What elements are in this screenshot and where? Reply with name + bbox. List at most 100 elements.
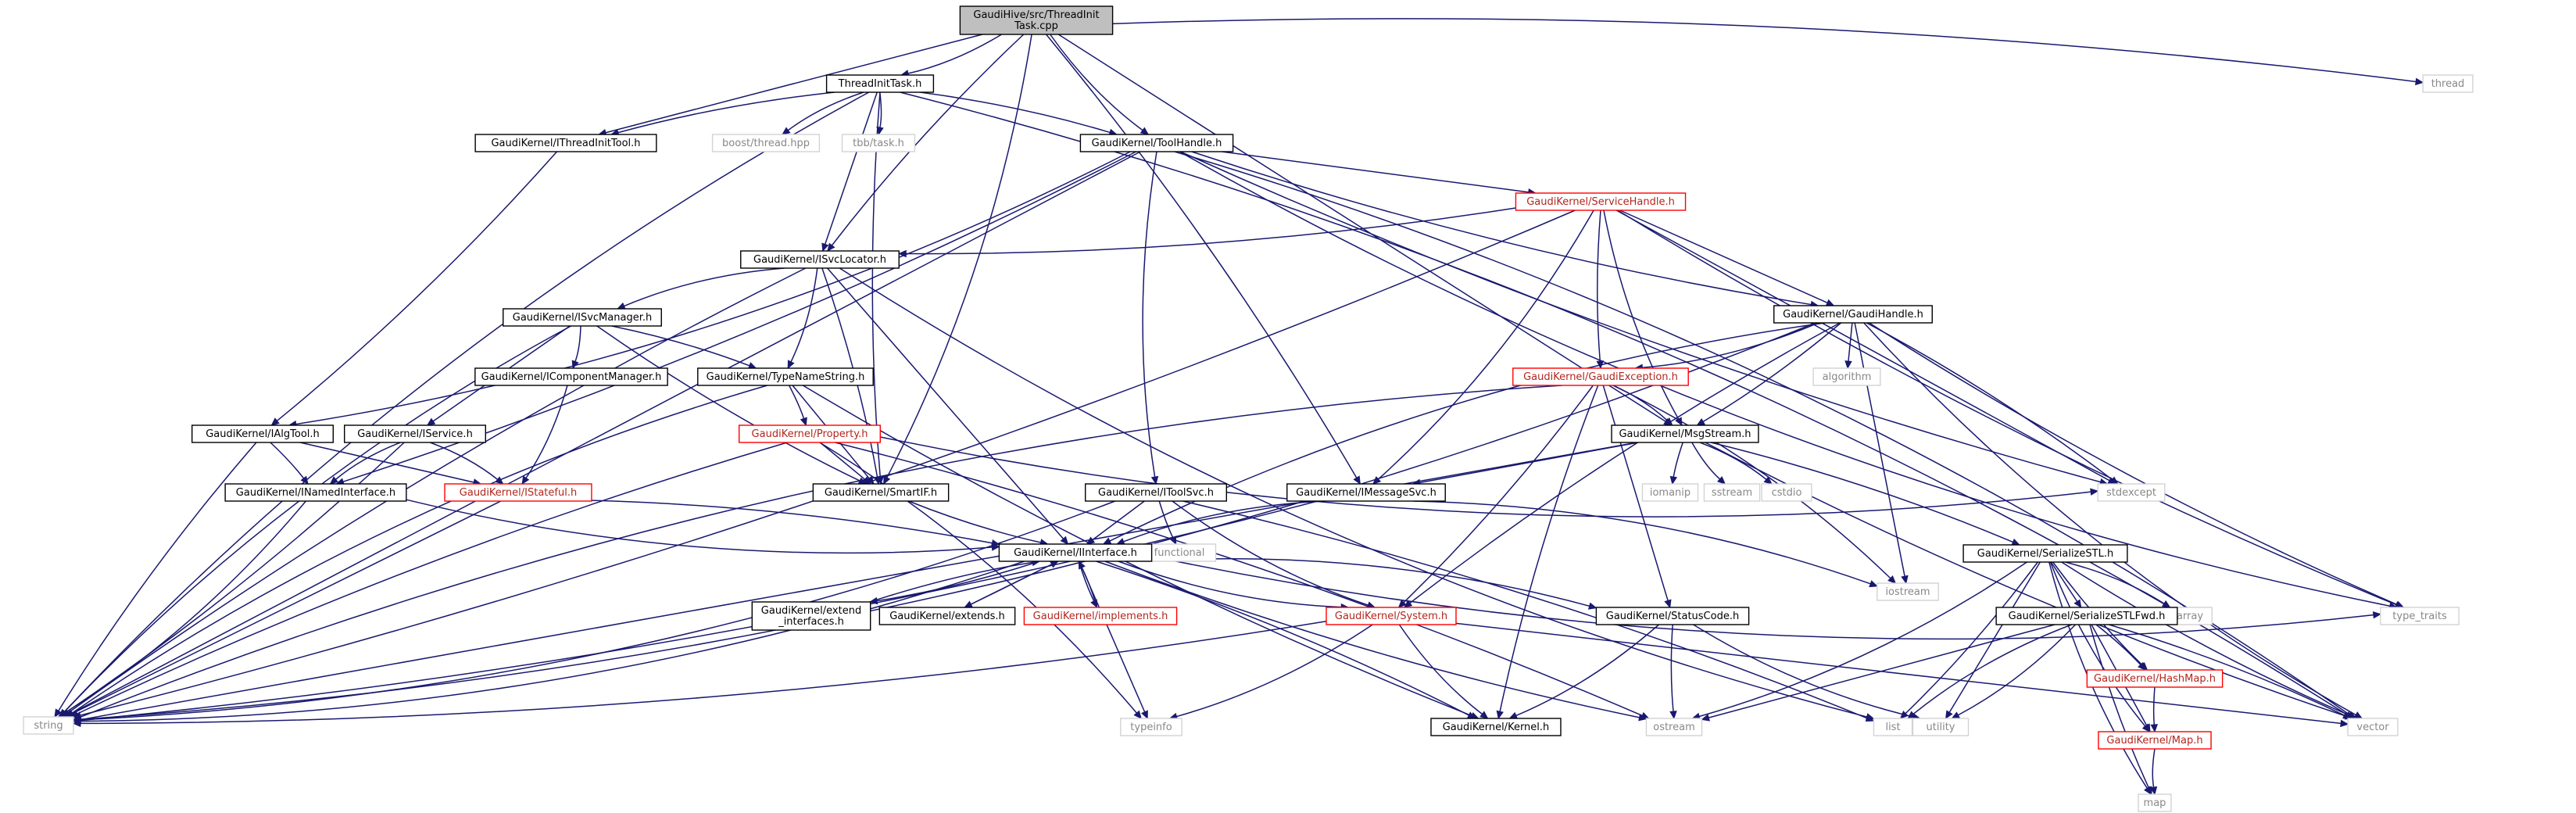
include-edge-property-to-smartif <box>819 442 871 485</box>
node-label: GaudiKernel/Property.h <box>752 428 868 440</box>
node-system[interactable]: GaudiKernel/System.h <box>1326 607 1457 625</box>
edge-arrowhead <box>1825 299 1835 306</box>
node-imsgsvc[interactable]: GaudiKernel/IMessageSvc.h <box>1286 483 1446 502</box>
node-box <box>998 543 1153 562</box>
node-box <box>1877 582 1939 601</box>
edge-line <box>574 325 581 362</box>
edge-line <box>1123 500 1325 543</box>
node-itoolsvc[interactable]: GaudiKernel/IToolSvc.h <box>1084 483 1227 502</box>
node-istateful[interactable]: GaudiKernel/IStateful.h <box>444 483 592 502</box>
edge-line <box>77 442 788 715</box>
node-extends[interactable]: GaudiKernel/extends.h <box>878 607 1016 625</box>
edge-arrowhead <box>2340 719 2349 728</box>
node-statuscode[interactable]: GaudiKernel/StatusCode.h <box>1595 607 1750 625</box>
edge-line <box>1096 561 1469 716</box>
include-edge-smartif-to-iinterface <box>908 500 1049 546</box>
include-edge-gmap-to-map <box>2149 748 2158 796</box>
edge-arrowhead <box>72 719 81 728</box>
node-iservice[interactable]: GaudiKernel/IService.h <box>344 424 487 443</box>
include-edge-stlfwd-to-map <box>2089 624 2152 796</box>
include-edge-svchandle-to-imsgsvc <box>1372 210 1594 485</box>
node-implements[interactable]: GaudiKernel/implements.h <box>1023 607 1178 625</box>
edge-arrowhead <box>2073 599 2082 609</box>
node-isvcloc[interactable]: GaudiKernel/ISvcLocator.h <box>740 250 900 269</box>
edge-line <box>1958 624 2077 716</box>
node-box <box>2086 669 2224 688</box>
node-iinterface[interactable]: GaudiKernel/IInterface.h <box>998 543 1153 562</box>
node-serializestl[interactable]: GaudiKernel/SerializeSTL.h <box>1962 544 2128 563</box>
edge-line <box>1869 322 2398 606</box>
node-toolhandle[interactable]: GaudiKernel/ToolHandle.h <box>1079 134 1234 152</box>
include-edge-extendif-to-iinterface <box>869 558 1041 603</box>
edge-line <box>1180 151 2101 483</box>
edge-line <box>1848 322 1853 362</box>
node-list: list <box>1873 718 1913 736</box>
node-box <box>1611 424 1759 443</box>
include-edge-toolhandle-to-gaudihandle <box>1191 151 1819 309</box>
node-box <box>444 483 592 502</box>
node-root[interactable]: GaudiHive/src/ThreadInitTask.cpp <box>959 5 1114 35</box>
node-label: vector <box>2356 722 2389 733</box>
node-gaudihandle[interactable]: GaudiKernel/GaudiHandle.h <box>1773 305 1933 324</box>
edge-line <box>596 325 860 482</box>
node-box <box>812 483 950 502</box>
node-tbbtask: tbb/task.h <box>841 134 916 152</box>
edge-layer <box>54 18 2424 796</box>
include-edge-svchandle-to-isvcloc <box>898 207 1516 258</box>
edge-arrowhead <box>2138 661 2146 671</box>
node-label: GaudiKernel/IToolSvc.h <box>1098 487 1214 499</box>
node-extendif[interactable]: GaudiKernel/extend_interfaces.h <box>751 601 871 631</box>
edge-arrowhead <box>2109 476 2119 485</box>
node-inamed[interactable]: GaudiKernel/INamedInterface.h <box>224 483 407 502</box>
node-hashmap[interactable]: GaudiKernel/HashMap.h <box>2086 669 2224 688</box>
node-tit_h[interactable]: ThreadInitTask.h <box>825 74 935 93</box>
node-label: GaudiKernel/IInterface.h <box>1014 547 1137 559</box>
node-box <box>739 424 882 443</box>
node-label: iostream <box>1885 586 1930 598</box>
node-ialgtool[interactable]: GaudiKernel/IAlgTool.h <box>191 424 335 443</box>
node-icompmgr[interactable]: GaudiKernel/IComponentManager.h <box>474 367 668 386</box>
include-edge-tit_h-to-itit <box>610 91 835 137</box>
edge-line <box>1699 442 1767 480</box>
node-smartif[interactable]: GaudiKernel/SmartIF.h <box>812 483 950 502</box>
edge-line <box>831 34 1025 246</box>
edge-line <box>1378 210 1594 480</box>
edge-line <box>1615 210 2110 482</box>
node-gmap[interactable]: GaudiKernel/Map.h <box>2098 731 2212 750</box>
node-msgstream[interactable]: GaudiKernel/MsgStream.h <box>1611 424 1759 443</box>
edge-arrowhead <box>1887 575 1897 584</box>
node-box <box>2138 793 2172 812</box>
edge-arrowhead <box>270 417 280 426</box>
node-property[interactable]: GaudiKernel/Property.h <box>739 424 882 443</box>
node-box <box>1286 483 1446 502</box>
node-box <box>1912 718 1970 736</box>
node-label: thread <box>2431 78 2465 90</box>
node-label: GaudiKernel/Kernel.h <box>1443 722 1550 733</box>
include-edge-property-to-typeinfo <box>819 442 1142 719</box>
edge-arrowhead <box>1403 600 1413 608</box>
include-edge-ialgtool-to-string <box>54 442 257 718</box>
node-itit[interactable]: GaudiKernel/IThreadInitTool.h <box>474 134 657 152</box>
node-stlfwd[interactable]: GaudiKernel/SerializeSTLFwd.h <box>1995 607 2178 625</box>
node-typename[interactable]: GaudiKernel/TypeNameString.h <box>697 367 874 386</box>
include-edge-itoolsvc-to-list <box>1182 500 1875 722</box>
node-box <box>2422 74 2474 93</box>
node-label: GaudiKernel/SerializeSTLFwd.h <box>2009 611 2166 622</box>
edge-line <box>920 91 1111 134</box>
edge-line <box>1673 442 1683 478</box>
node-box <box>23 716 74 735</box>
edge-arrowhead <box>1901 575 1909 585</box>
edge-arrowhead <box>329 476 338 485</box>
include-edge-system-to-vector <box>1455 622 2349 728</box>
node-svchandle[interactable]: GaudiKernel/ServiceHandle.h <box>1515 192 1687 211</box>
node-kernel[interactable]: GaudiKernel/Kernel.h <box>1430 718 1562 736</box>
edge-line <box>886 34 1032 478</box>
edge-line <box>611 325 750 367</box>
node-gexc[interactable]: GaudiKernel/GaudiException.h <box>1512 367 1689 386</box>
include-edge-itit-to-ialgtool <box>270 151 558 426</box>
edge-line <box>1670 624 1674 712</box>
edge-arrowhead <box>1479 711 1489 719</box>
node-box <box>878 607 1016 625</box>
node-isvcmgr[interactable]: GaudiKernel/ISvcManager.h <box>503 308 662 327</box>
edge-line <box>591 500 993 544</box>
